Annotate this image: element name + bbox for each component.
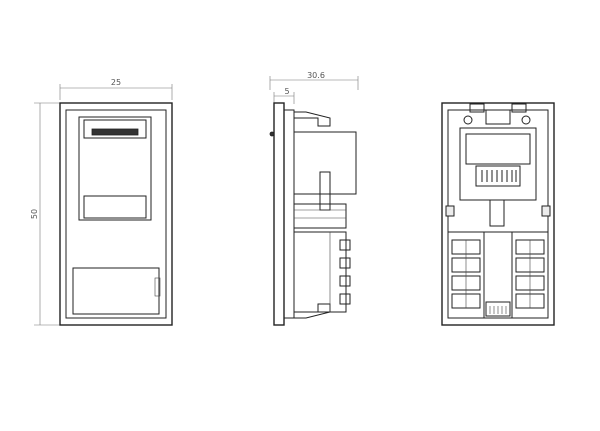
front-jack-latch xyxy=(91,128,139,136)
rear-jack-pins xyxy=(481,170,517,182)
rear-plate-outer xyxy=(441,102,555,326)
front-plate-outer xyxy=(59,102,173,326)
side-jack-base xyxy=(293,203,347,229)
side-depth-dimension: 30.6 xyxy=(269,71,359,90)
rear-top-tab-left xyxy=(469,103,485,113)
side-plate-dimension: 5 xyxy=(273,87,295,104)
side-jack-body xyxy=(293,131,357,195)
side-front-stud xyxy=(269,131,275,137)
front-width-label: 25 xyxy=(111,78,121,87)
rear-screw-left xyxy=(463,115,473,125)
front-height-dimension: 50 xyxy=(30,102,60,326)
side-terminal-block xyxy=(293,231,347,313)
front-jack-module xyxy=(78,116,152,221)
front-label-tab xyxy=(154,277,161,297)
rear-top-clip xyxy=(485,109,511,125)
rear-plate-inner xyxy=(447,109,549,319)
front-view: 25 50 xyxy=(30,78,173,326)
rear-latch-left xyxy=(445,205,455,217)
rear-latch-right xyxy=(541,205,551,217)
rear-idc-center xyxy=(483,231,513,319)
side-faceplate xyxy=(273,102,285,326)
front-jack-shutter xyxy=(83,119,147,139)
side-terminal-4 xyxy=(339,293,351,305)
front-jack-face xyxy=(83,195,147,219)
side-terminal-3 xyxy=(339,275,351,287)
rear-idc-right-terminals xyxy=(515,239,545,309)
rear-top-tab-right xyxy=(511,103,527,113)
side-terminal-2 xyxy=(339,257,351,269)
side-bottom-clip xyxy=(293,303,331,319)
front-plate-inner xyxy=(65,109,167,319)
side-plate-label: 5 xyxy=(284,87,289,96)
side-depth-label: 30.6 xyxy=(307,71,325,80)
rear-center-post xyxy=(489,199,505,227)
front-width-dimension: 25 xyxy=(59,78,173,100)
rear-view xyxy=(441,102,555,326)
side-top-clip xyxy=(293,111,331,127)
side-view: 30.6 5 xyxy=(269,71,359,326)
front-height-label: 50 xyxy=(30,209,39,219)
rear-jack-cover xyxy=(465,133,531,165)
rear-idc-left-terminals xyxy=(451,239,481,309)
front-label-window xyxy=(72,267,160,315)
rear-bottom-clip xyxy=(485,301,511,317)
rear-jack-port xyxy=(475,165,521,187)
rear-idc-block xyxy=(447,231,549,319)
side-faceplate-back xyxy=(283,109,295,319)
rear-screw-right xyxy=(521,115,531,125)
rear-bottom-clip-teeth xyxy=(489,306,507,314)
side-terminal-1 xyxy=(339,239,351,251)
